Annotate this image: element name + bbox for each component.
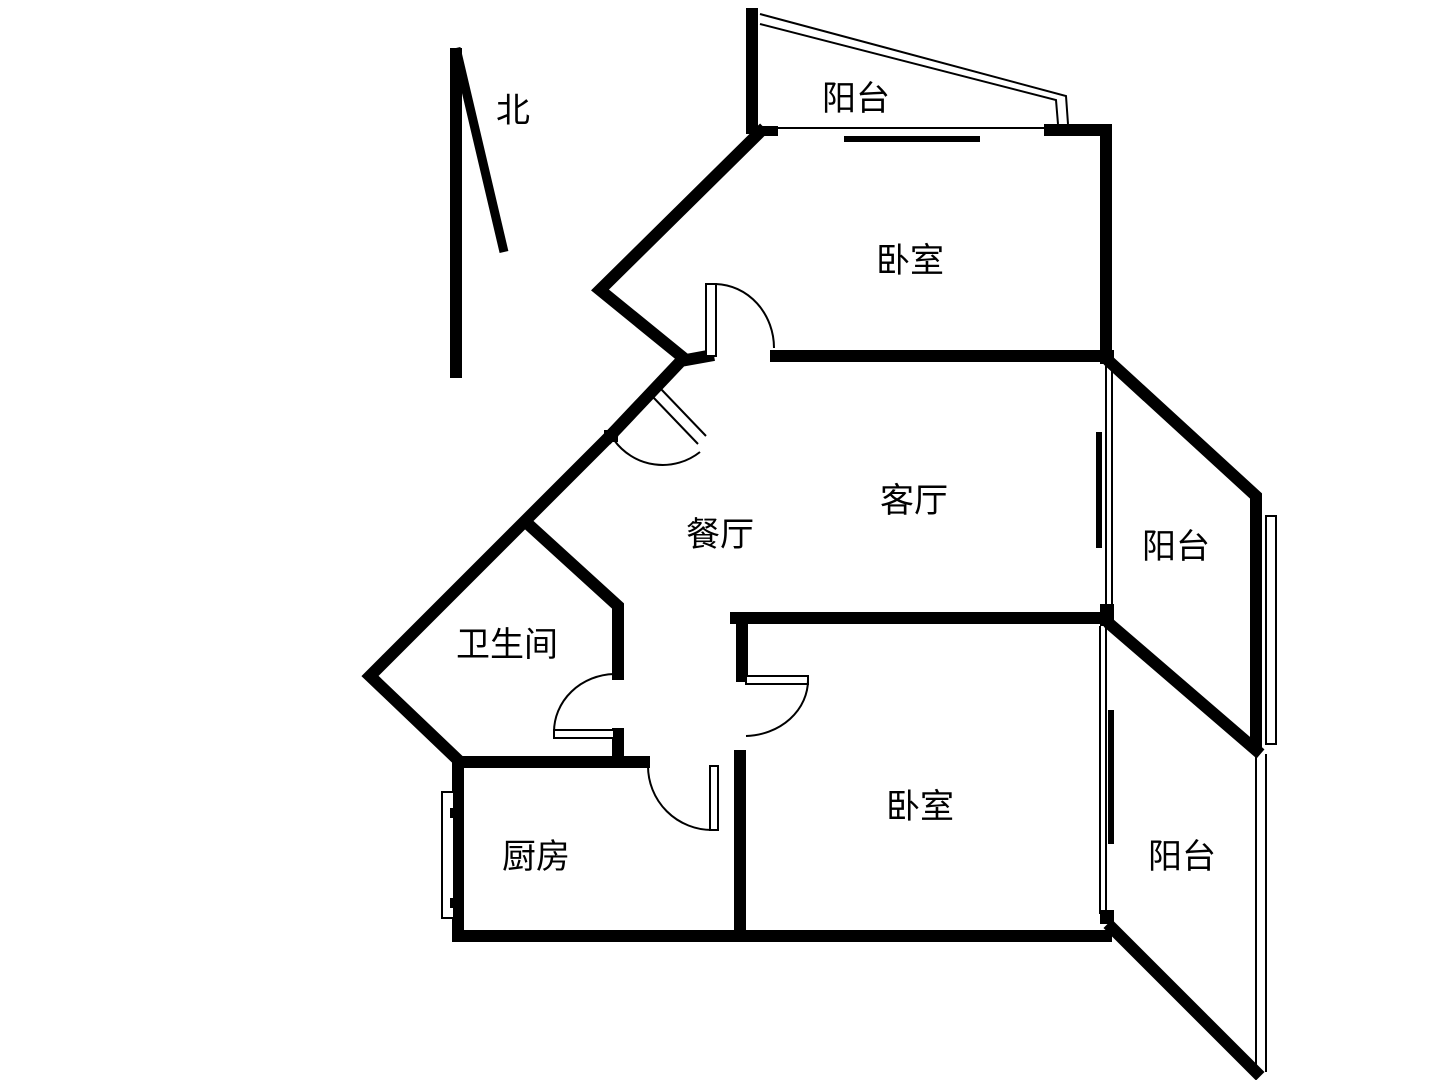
room-label-bedroom-top: 卧室: [876, 241, 944, 281]
room-label-balcony-right-upper: 阳台: [1142, 527, 1210, 567]
north-label: 北: [496, 91, 530, 131]
room-label-bathroom: 卫生间: [456, 625, 558, 665]
right-divider-walls: [1096, 350, 1114, 924]
dining-walls: [361, 353, 689, 769]
bedroom-bottom-door: [745, 675, 809, 737]
room-label-balcony-right-lower: 阳台: [1148, 837, 1216, 877]
balcony-top-outline: [746, 8, 1069, 142]
balcony-right-upper-walls: [1103, 355, 1277, 759]
living-bedroom-walls: [730, 612, 1112, 682]
room-label-bedroom-bottom: 卧室: [886, 787, 954, 827]
room-label-balcony-top: 阳台: [822, 79, 890, 119]
bathroom-walls: [519, 515, 624, 766]
bedroom-top-door: [705, 283, 775, 357]
entry-door: [611, 387, 707, 466]
kitchen-door: [647, 765, 719, 831]
bathroom-door: [553, 673, 615, 739]
bedroom-top-walls: [591, 123, 1112, 367]
compass-needle: [450, 46, 509, 378]
room-label-kitchen: 厨房: [502, 837, 570, 877]
room-label-dining-room: 餐厅: [686, 515, 754, 555]
balcony-right-lower-walls: [1103, 754, 1267, 1080]
room-label-living-room: 客厅: [880, 481, 948, 521]
kitchen-walls: [441, 750, 1112, 942]
